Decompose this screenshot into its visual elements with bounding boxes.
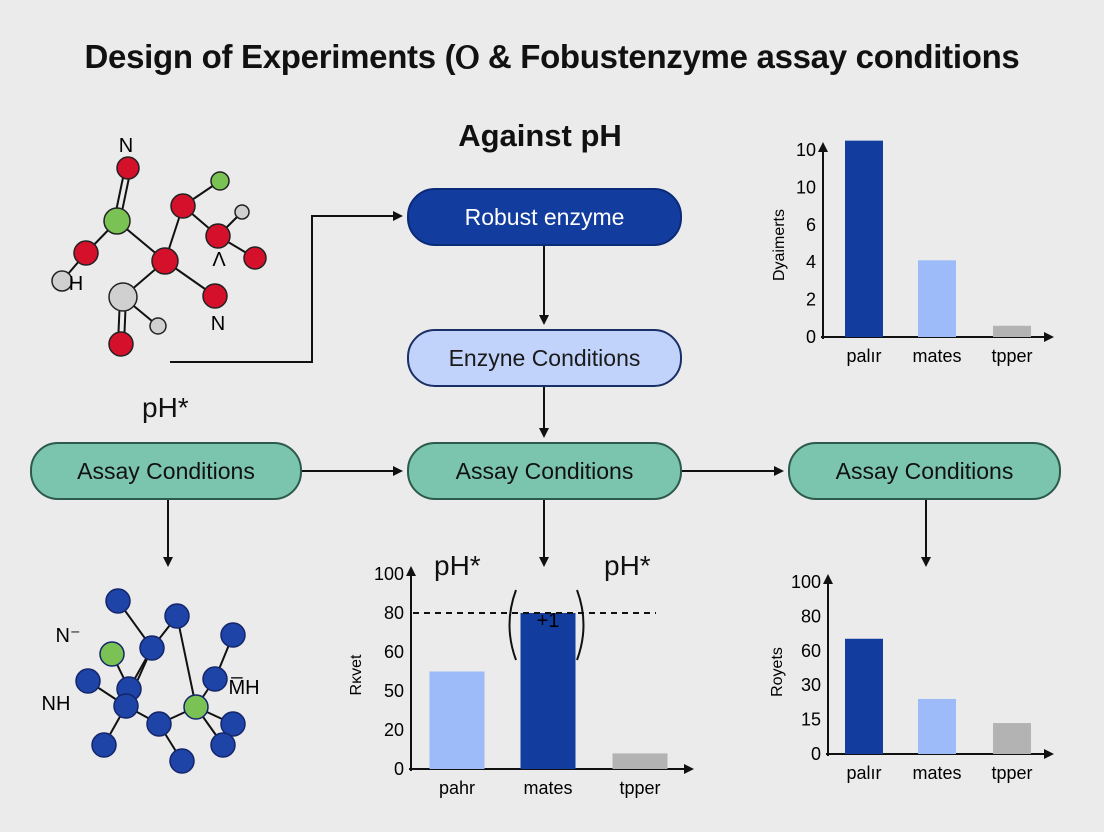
- x-tick-label: tpper: [991, 346, 1032, 366]
- x-tick-label: mates: [912, 346, 961, 366]
- molecule-top: N H N Λ: [51, 135, 267, 357]
- y-axis-label: Royets: [769, 647, 786, 697]
- atom: [116, 156, 140, 180]
- atom: [170, 193, 196, 219]
- page-title: Design of Experiments (Ⲟ & Fobustenzyme …: [84, 38, 1020, 75]
- y-tick-label: 0: [811, 744, 821, 764]
- atom: [103, 207, 131, 235]
- y-tick-label: 6: [806, 215, 816, 235]
- bar-mates: [918, 698, 956, 754]
- x-tick-label: palır: [846, 763, 881, 783]
- atom: [220, 622, 246, 648]
- y-axis-label: Rᴋvet: [348, 654, 365, 695]
- y-tick-label: 10: [796, 140, 816, 160]
- atom-label: M̅H: [228, 676, 259, 699]
- atom-label: Λ: [212, 249, 226, 271]
- atom: [75, 668, 101, 694]
- y-tick-label: 80: [384, 603, 404, 623]
- y-tick-label: 80: [801, 606, 821, 626]
- ph-label-center-right: pH*: [604, 550, 651, 581]
- y-tick-label: 20: [384, 720, 404, 740]
- atom: [99, 641, 125, 667]
- y-axis-label: Dyaimerts: [771, 209, 788, 281]
- atom: [243, 246, 267, 270]
- bar-tpper: [993, 723, 1031, 754]
- atom: [234, 204, 250, 220]
- bar-tpper: [612, 753, 668, 769]
- atom: [164, 603, 190, 629]
- y-tick-label: 60: [384, 642, 404, 662]
- bond: [176, 615, 197, 708]
- flow-connectors: [163, 211, 931, 567]
- atom-label: N⁻: [56, 625, 81, 647]
- ph-label-left: pH*: [142, 392, 189, 423]
- x-tick-label: palır: [846, 346, 881, 366]
- y-tick-label: 0: [394, 759, 404, 779]
- bar-mates: [520, 613, 576, 769]
- atom: [202, 666, 228, 692]
- atom-label: N: [211, 313, 225, 335]
- atom: [139, 635, 165, 661]
- atom: [210, 171, 230, 191]
- y-tick-label: 0: [806, 327, 816, 347]
- atom: [146, 711, 172, 737]
- x-tick-label: mates: [523, 778, 572, 798]
- x-tick-label: tpper: [619, 778, 660, 798]
- assay-conditions-node-right: Assay Conditions: [788, 442, 1061, 500]
- bar-tpper: [993, 325, 1031, 337]
- atom: [91, 732, 117, 758]
- x-tick-label: mates: [912, 763, 961, 783]
- bracket-marker: +1: [537, 610, 560, 632]
- y-tick-label: 50: [384, 681, 404, 701]
- y-tick-label: 30: [801, 675, 821, 695]
- x-tick-label: pahr: [439, 778, 475, 798]
- assay-conditions-node-left: Assay Conditions: [30, 442, 302, 500]
- diagram-subtitle: Against pH: [458, 118, 622, 153]
- y-tick-label: 15: [801, 710, 821, 730]
- atom: [210, 732, 236, 758]
- atom: [183, 694, 209, 720]
- atom: [108, 331, 134, 357]
- atom: [108, 282, 138, 312]
- atom: [73, 240, 99, 266]
- y-tick-label: 100: [791, 572, 821, 592]
- atom: [202, 283, 228, 309]
- bar-palır: [845, 140, 883, 337]
- bracket-left: [508, 589, 517, 661]
- bar-palır: [845, 638, 883, 754]
- enzyme-conditions-node: Enzyne Conditions: [407, 329, 682, 387]
- atom: [105, 588, 131, 614]
- assay-conditions-node-center: Assay Conditions: [407, 442, 682, 500]
- ph-label-center-left: pH*: [434, 550, 481, 581]
- molecule-bottom: N⁻ NH M̅H: [42, 588, 260, 774]
- bar-pahr: [429, 671, 485, 769]
- atom-label: NH: [42, 693, 71, 715]
- bar-chart-bottom-center: 0 20 50 60 80 100 pahr mates tpper Rᴋvet +1: [348, 564, 694, 798]
- robust-enzyme-node: Robust enzyme: [407, 188, 682, 246]
- atom-label: H: [69, 273, 83, 295]
- y-tick-label: 2: [806, 290, 816, 310]
- y-tick-label: 10: [796, 177, 816, 197]
- atom: [205, 223, 231, 249]
- bar-chart-top-right: 0 2 4 6 10 10 palır mates tpper Dyaimerts: [771, 140, 1054, 366]
- y-tick-label: 100: [374, 564, 404, 584]
- atom: [151, 247, 179, 275]
- atom-label: N: [119, 135, 133, 157]
- bar-chart-bottom-right: 0 15 30 60 80 100 palır mates tpper Royets: [769, 572, 1054, 783]
- x-tick-label: tpper: [991, 763, 1032, 783]
- atom: [113, 693, 139, 719]
- y-tick-label: 4: [806, 252, 816, 272]
- connector-molecule-to-robust: [170, 211, 403, 363]
- bracket-right: [576, 589, 585, 661]
- atom: [51, 270, 73, 292]
- atom: [149, 317, 167, 335]
- atom: [220, 711, 246, 737]
- y-tick-label: 60: [801, 641, 821, 661]
- bar-mates: [918, 260, 956, 337]
- atom: [169, 748, 195, 774]
